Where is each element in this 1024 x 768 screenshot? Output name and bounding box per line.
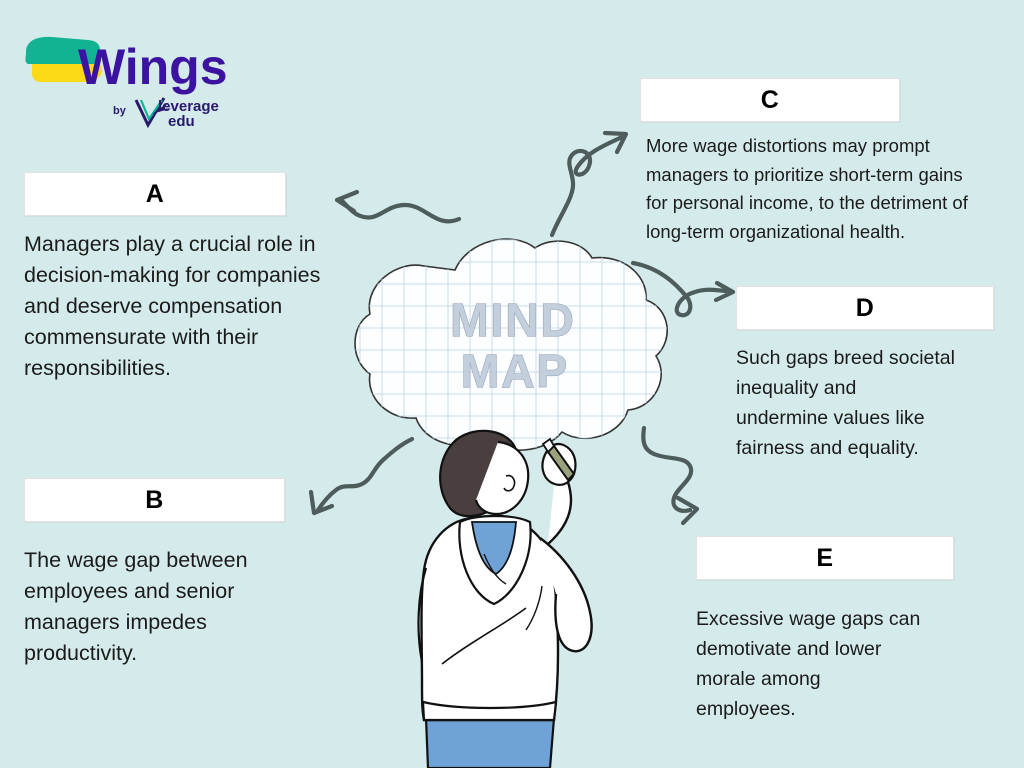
node-b-letter: B [145,485,164,514]
wings-logo: Wings by leverage edu [22,22,232,132]
node-c-letter: C [760,85,780,114]
logo-swoosh-green [25,36,100,64]
person-hoodie-fold-2 [525,585,543,631]
marker-tip [541,437,556,454]
arrow-to-c [549,130,629,238]
logo-sub-edu: edu [168,113,195,130]
node-b-text: The wage gap between employees and senio… [24,548,248,665]
person-jeans [424,716,556,768]
logo-by-text: by [113,105,127,117]
thought-cloud: MIND MAP [352,232,674,470]
logo-swoosh-yellow [31,64,103,82]
logo-sub-leverage: leverage [158,98,219,115]
person-hoodie-hem [421,700,558,722]
node-d-text: Such gaps breed societal inequality and … [736,347,955,459]
person-arm-raised [539,537,593,653]
node-d-label-box[interactable]: D [736,286,994,330]
node-a-letter: A [145,179,165,208]
node-c-label-box[interactable]: C [640,78,900,122]
cloud-shape [354,238,668,451]
person-ear [503,474,516,492]
person-hoodie-fold-3 [483,553,507,585]
node-c-text: More wage distortions may prompt manager… [646,135,968,242]
node-e-letter: E [816,543,834,572]
logo-check-outer [134,97,166,129]
node-b-label-box[interactable]: B [24,478,285,522]
person-hoodie-fold-1 [441,607,527,665]
person-head [474,440,530,516]
node-d-letter: D [855,293,875,322]
node-a-text: Managers play a crucial role in decision… [24,232,321,380]
mind-map-title-line2: MAP [461,345,569,397]
mind-map-title-line1: MIND [450,294,576,346]
arrow-to-a [334,189,462,224]
node-e-label-box[interactable]: E [696,536,954,580]
node-e-text: Excessive wage gaps can demotivate and l… [696,608,921,720]
logo-check-inner [139,99,163,122]
person-arm-left [417,567,428,663]
node-a-label-box[interactable]: A [24,172,286,216]
person-illustration [398,418,634,768]
logo-wordmark: Wings [78,39,228,95]
logo-arrow-icon [152,102,172,114]
